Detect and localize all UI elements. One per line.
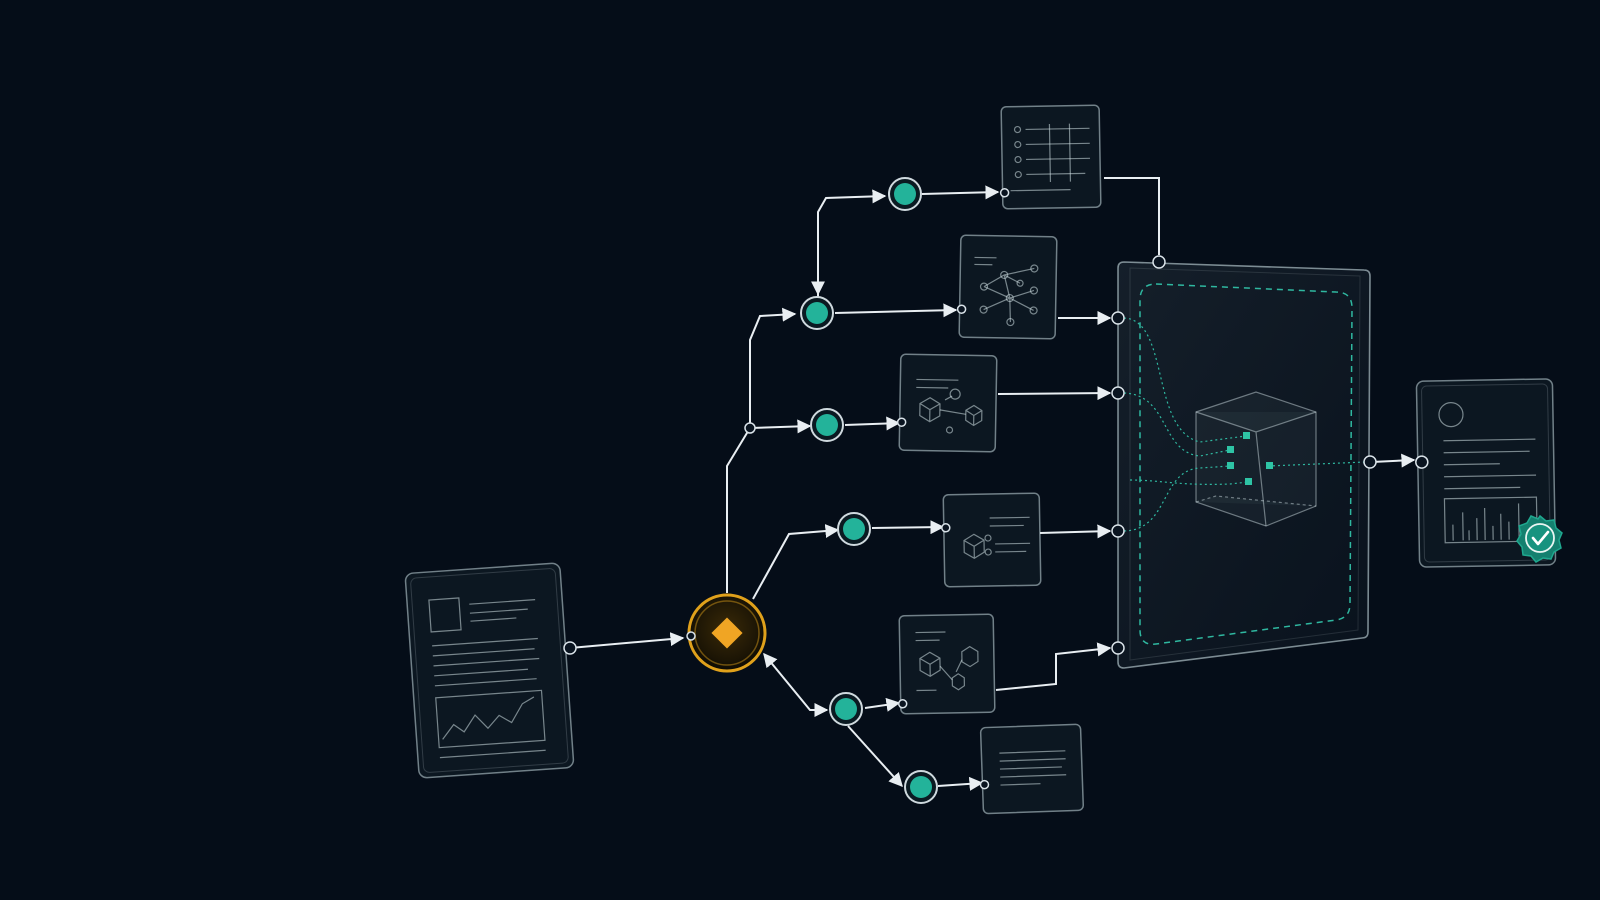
process-node-1[interactable] xyxy=(888,177,922,211)
edge-n3-panel3 xyxy=(844,416,901,431)
panel-3d-model[interactable] xyxy=(896,353,998,453)
branch-junction xyxy=(744,422,756,434)
panel-list-table[interactable] xyxy=(999,104,1102,210)
process-node-5[interactable] xyxy=(829,692,863,726)
image-placeholder-icon xyxy=(428,597,462,633)
process-node-4[interactable] xyxy=(837,512,871,546)
edge-agg-output xyxy=(1371,453,1416,468)
edge-n1-panel1 xyxy=(921,185,1000,200)
edge-trunk-step3-node xyxy=(749,419,812,434)
panel-text-summary[interactable] xyxy=(978,723,1085,815)
panel-network-graph[interactable] xyxy=(956,234,1058,340)
avatar-icon xyxy=(1438,402,1464,428)
edge-panel4-agg xyxy=(1039,524,1112,539)
connectors xyxy=(569,177,1416,791)
edge-n4-panel4 xyxy=(871,520,945,535)
process-node-2[interactable] xyxy=(800,296,834,330)
edge-panel3-agg xyxy=(997,386,1112,401)
source-output-port[interactable] xyxy=(563,641,577,655)
checkmark-badge-icon xyxy=(1516,514,1563,563)
assembly-icon xyxy=(916,645,979,692)
process-node-6[interactable] xyxy=(904,770,938,804)
component-icon xyxy=(963,533,992,559)
edge-panel5-agg xyxy=(995,642,1112,691)
edge-router-trunk xyxy=(726,307,797,593)
edge-n5-n6 xyxy=(847,725,903,788)
edge-router-n5 xyxy=(763,652,829,717)
checklist-icon xyxy=(1010,123,1091,192)
router-node[interactable] xyxy=(686,593,767,673)
panel-assembly[interactable] xyxy=(897,613,996,715)
panel-component[interactable] xyxy=(941,492,1042,588)
graph-icon xyxy=(979,264,1039,327)
edge-n2-panel2 xyxy=(834,303,958,318)
cube-icon xyxy=(1195,391,1317,527)
edge-panel1-agg xyxy=(1104,177,1160,255)
edge-node-to-top xyxy=(817,189,887,297)
cubes-icon xyxy=(919,388,983,434)
edge-n5-panel5 xyxy=(864,697,901,712)
source-document[interactable] xyxy=(404,562,575,779)
aggregator-boundary xyxy=(1139,283,1353,645)
edge-source-router xyxy=(569,632,685,649)
aggregator-panel[interactable] xyxy=(1111,255,1377,669)
process-node-3[interactable] xyxy=(810,408,844,442)
data-flow-lines xyxy=(1123,317,1367,532)
edge-router-n4 xyxy=(752,524,840,600)
chart-thumbnail-icon xyxy=(435,689,546,749)
edge-n6-panel6 xyxy=(937,776,984,791)
